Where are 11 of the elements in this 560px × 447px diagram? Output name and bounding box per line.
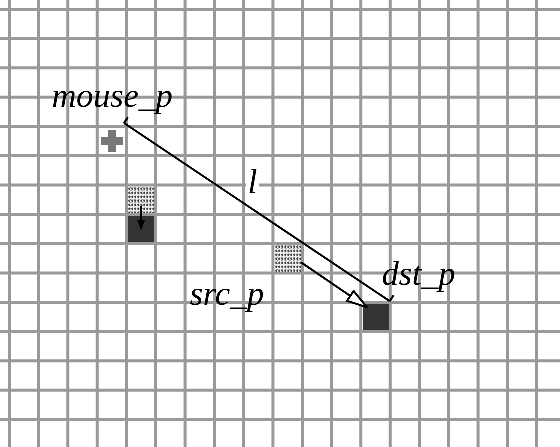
point-label: dst_p: [382, 258, 456, 292]
arrow: [137, 206, 146, 230]
point-label: mouse_p: [52, 80, 224, 122]
dark-cell: [128, 216, 154, 242]
cross-marker-icon: [98, 128, 126, 154]
dark-cell: [362, 304, 389, 330]
textured-cell: [274, 245, 301, 272]
textured-cell: [128, 186, 154, 214]
arrow: [300, 262, 368, 308]
line-segment: [124, 122, 390, 302]
point-label: src_p: [190, 278, 264, 312]
